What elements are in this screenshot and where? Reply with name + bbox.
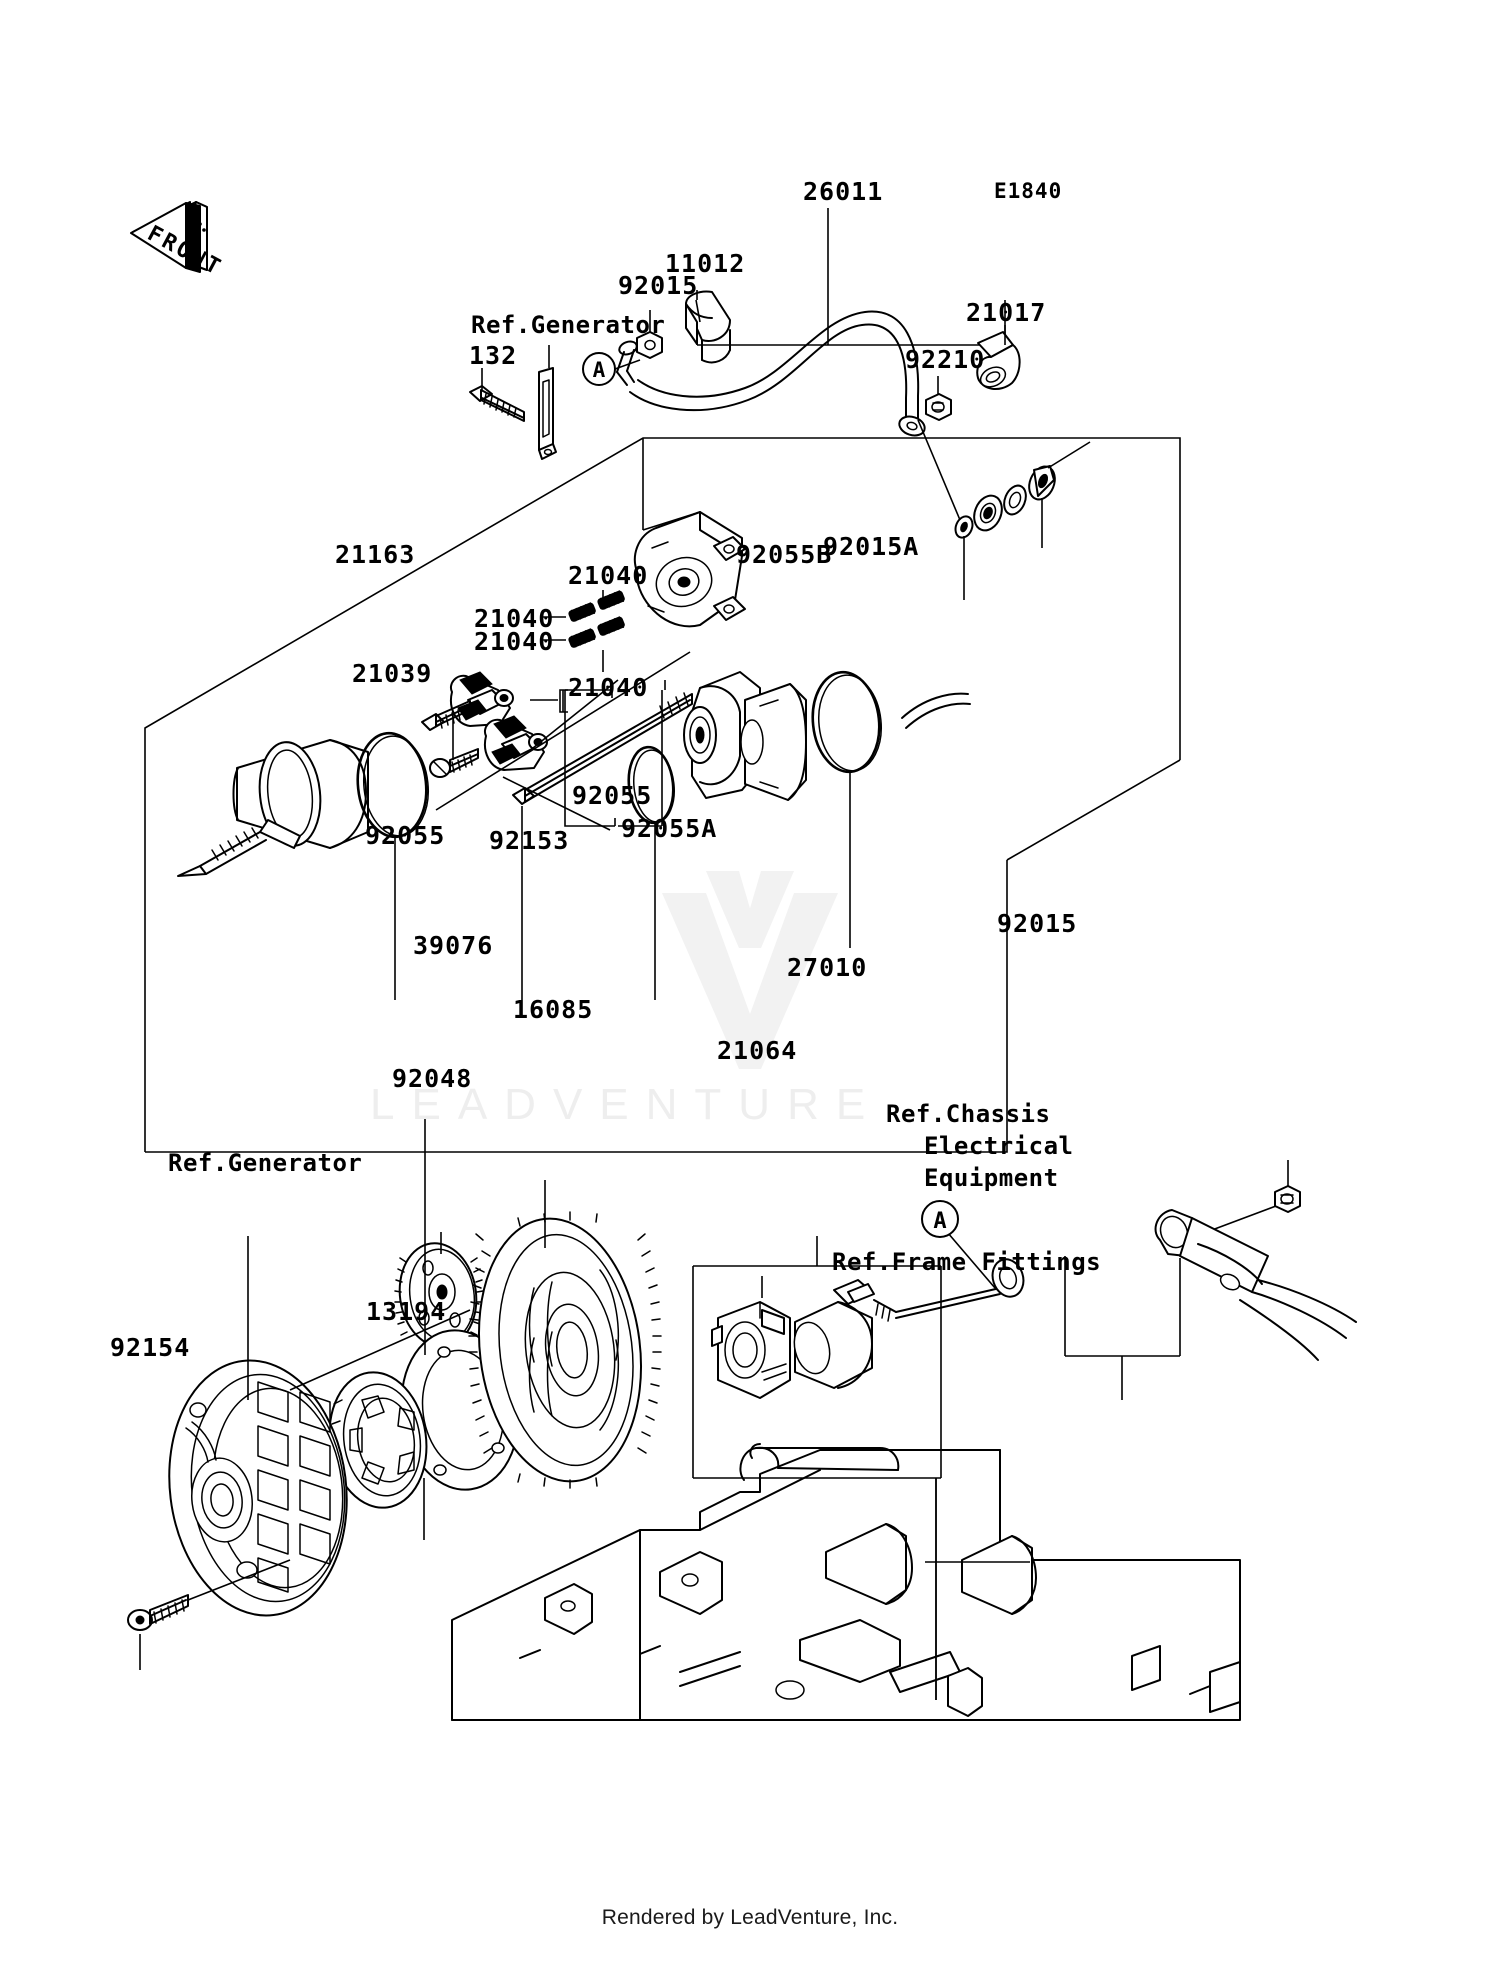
generator-rotor [168,1359,348,1617]
front-arrow-icon: FRONT [130,201,227,281]
callout-11012: 11012 [665,249,746,278]
upper-group-box [144,437,1181,1153]
brush-screw-lower [429,748,479,778]
callout-ref-generator-lower: Ref.Generator [168,1149,363,1177]
frame-fittings [451,1443,1241,1721]
oring-92055a [627,745,675,825]
ref-chassis-line1: Ref.Chassis [886,1100,1051,1128]
chassis-lead-assembly [1154,1209,1357,1361]
callout-92048: 92048 [392,1064,473,1093]
callout-92055-left: 92055 [365,821,446,850]
brush-holder-assembly [450,671,548,771]
callout-circle-a-upper: A [582,352,616,386]
callout-16085: 16085 [513,995,594,1024]
callout-21040-left-a: 21040 [474,604,555,633]
ref-chassis-line3: Equipment [924,1164,1059,1192]
callout-21163: 21163 [335,540,416,569]
svg-text:A: A [593,358,606,382]
callout-92015a: 92015A [823,532,920,561]
callout-21040-top: 21040 [568,561,649,590]
callout-13194: 13194 [366,1297,447,1326]
starter-relay [793,1279,1001,1389]
starter-end-cover-bracket [633,511,746,628]
diagram-code: E1840 [994,179,1063,203]
brush-screw-upper [421,700,471,731]
screw-92154 [127,1594,189,1631]
callout-132: 132 [469,341,518,370]
callout-92055-right: 92055 [572,781,653,810]
callout-21039: 21039 [352,659,433,688]
callout-21040-left-b: 21040 [474,627,555,656]
long-bolt-92153 [512,692,693,805]
callout-21064: 21064 [717,1036,798,1065]
nut-92015-upper [636,331,663,359]
washer-stack [954,465,1056,539]
callout-21040-bottom: 21040 [568,673,649,702]
callout-circle-a-lower: A [921,1200,959,1238]
nut-92210 [925,393,952,421]
callout-26011: 26011 [803,177,884,206]
nut-92015-lower [1274,1185,1301,1213]
relay-group-box-27010 [692,1236,942,1479]
callout-92210: 92210 [905,345,986,374]
callout-ref-generator-upper: Ref.Generator [471,311,666,339]
drive-housing [683,671,807,801]
ref-chassis-line2: Electrical [924,1132,1074,1160]
footer-credit: Rendered by LeadVenture, Inc. [601,1906,899,1929]
callout-92055a: 92055A [621,814,718,843]
callout-92015-upper: 92015 [618,271,699,300]
callout-92055b: 92055B [736,540,833,569]
clutch-13194 [328,1371,428,1509]
relay-connector-21064 [711,1301,791,1399]
motor-yoke-body [177,739,369,877]
cap-11012 [685,290,731,364]
brush-springs-21040 [568,590,625,648]
generator-strap [538,367,557,460]
callout-39076: 39076 [413,931,494,960]
svg-text:A: A [933,1209,946,1234]
ring-gear-16085 [468,1211,662,1489]
callout-ref-frame-fittings: Ref.Frame Fittings [832,1248,1102,1276]
gear-39076 [394,1242,484,1348]
lead-eyelet [991,1258,1025,1298]
callout-92153: 92153 [489,826,570,855]
callout-92154: 92154 [110,1333,191,1362]
callout-27010: 27010 [787,953,868,982]
callout-92015-lower: 92015 [997,909,1078,938]
bolt-132 [469,385,525,422]
oring-92055-right [811,670,882,774]
callout-21017: 21017 [966,298,1047,327]
oring-92055-left [356,731,430,839]
